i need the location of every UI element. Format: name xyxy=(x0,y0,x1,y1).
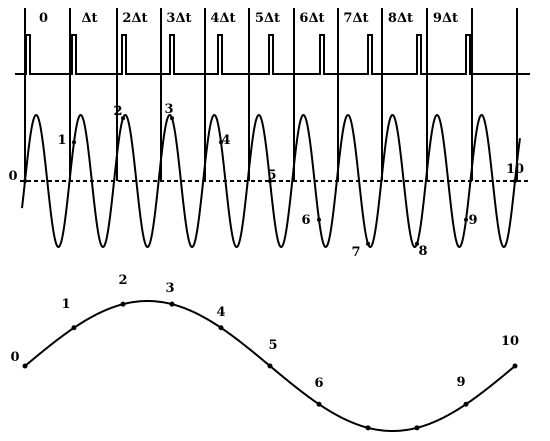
curve-label-2: 2 xyxy=(118,273,127,288)
curve-point-2 xyxy=(120,301,126,307)
interval-labels: 0 Δt 2Δt 3Δt 4Δt 5Δt 6Δt 7Δt 8Δt 9Δt xyxy=(39,11,458,26)
interval-label-8: 8Δt xyxy=(388,11,413,26)
interval-separators xyxy=(24,8,518,181)
sample-label-1: 1 xyxy=(57,133,66,148)
sample-label-4: 4 xyxy=(221,133,230,148)
interval-label-4: 4Δt xyxy=(210,11,235,26)
sample-point-2 xyxy=(121,116,125,121)
sample-label-2: 2 xyxy=(113,104,122,119)
curve-label-6: 6 xyxy=(314,376,323,391)
curve-label-10: 10 xyxy=(501,334,519,349)
sample-markers: 0 1 2 3 4 5 6 7 8 9 10 xyxy=(8,102,524,260)
interval-label-6: 6Δt xyxy=(299,11,324,26)
interval-label-0: 0 xyxy=(39,11,48,26)
curve-point-10 xyxy=(512,363,518,369)
sample-point-10 xyxy=(513,179,517,183)
interval-label-5: 5Δt xyxy=(255,11,280,26)
sample-label-6: 6 xyxy=(301,213,310,228)
curve-label-5: 5 xyxy=(268,338,277,353)
sample-label-3: 3 xyxy=(164,102,173,117)
sample-label-5: 5 xyxy=(267,168,276,183)
sample-point-1 xyxy=(72,140,76,145)
high-frequency-wave xyxy=(21,113,521,249)
curve-point-1 xyxy=(71,325,77,331)
sample-point-9 xyxy=(464,217,468,222)
sample-point-6 xyxy=(317,217,321,222)
curve-point-3 xyxy=(169,301,175,307)
curve-point-4 xyxy=(218,325,224,331)
sample-point-8 xyxy=(415,241,419,246)
curve-point-0 xyxy=(22,363,28,369)
curve-label-4: 4 xyxy=(216,305,225,320)
interval-label-7: 7Δt xyxy=(343,11,368,26)
sample-point-7 xyxy=(366,241,370,246)
sample-label-10: 10 xyxy=(506,162,524,177)
interval-label-3: 3Δt xyxy=(166,11,191,26)
pulse-line xyxy=(15,34,530,75)
sample-label-0: 0 xyxy=(8,169,17,184)
curve-label-3: 3 xyxy=(165,281,174,296)
sample-point-0 xyxy=(23,179,27,183)
interval-label-2: 2Δt xyxy=(122,11,147,26)
curve-point-9 xyxy=(463,401,469,407)
pulse-train xyxy=(15,34,530,75)
sample-label-8: 8 xyxy=(418,244,427,259)
curve-point-7 xyxy=(365,425,371,431)
interval-label-1: Δt xyxy=(81,11,97,26)
curve-label-0: 0 xyxy=(10,350,19,365)
interval-label-9: 9Δt xyxy=(433,11,458,26)
sample-point-4 xyxy=(219,140,223,145)
sample-label-7: 7 xyxy=(351,245,360,260)
sample-point-5 xyxy=(268,179,272,183)
curve-label-1: 1 xyxy=(61,297,70,312)
sample-label-9: 9 xyxy=(468,213,477,228)
curve-point-8 xyxy=(414,425,420,431)
curve-point-5 xyxy=(267,363,273,369)
curve-point-6 xyxy=(316,401,322,407)
curve-label-9: 9 xyxy=(456,375,465,390)
sample-point-3 xyxy=(170,116,174,121)
